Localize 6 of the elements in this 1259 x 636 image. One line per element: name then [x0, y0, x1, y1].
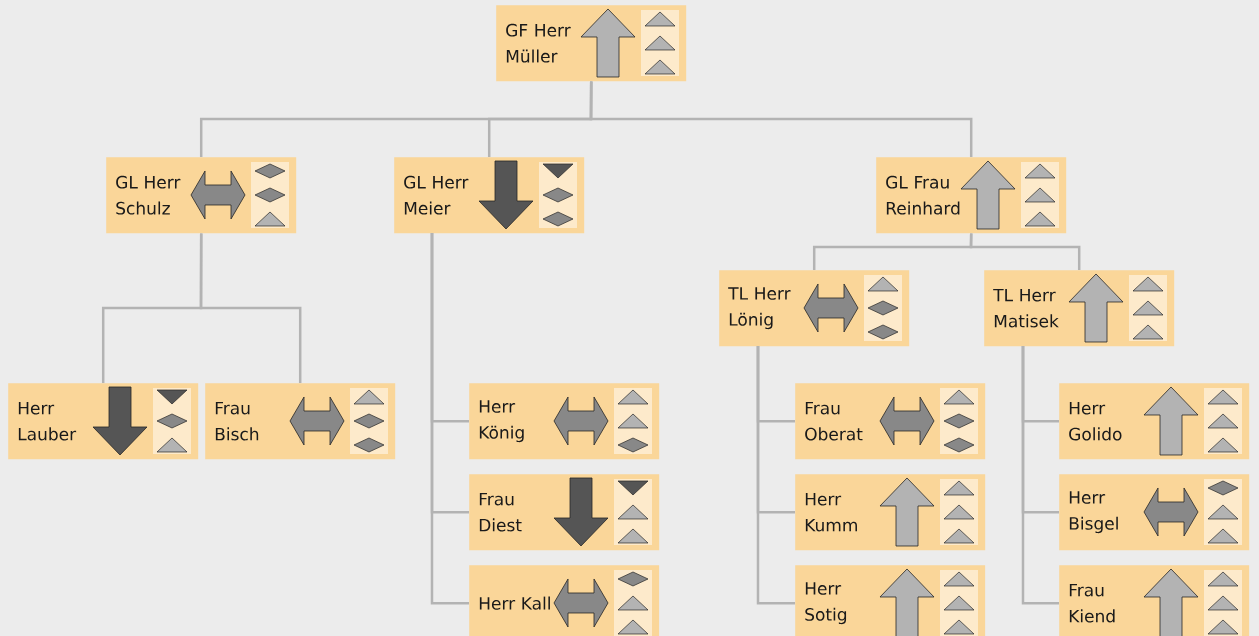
connector-line	[756, 346, 795, 605]
connector-line	[969, 233, 1081, 270]
connector-line	[1021, 346, 1059, 605]
connector-line	[199, 233, 302, 383]
connector-line	[589, 81, 973, 157]
connector-line	[430, 233, 469, 605]
